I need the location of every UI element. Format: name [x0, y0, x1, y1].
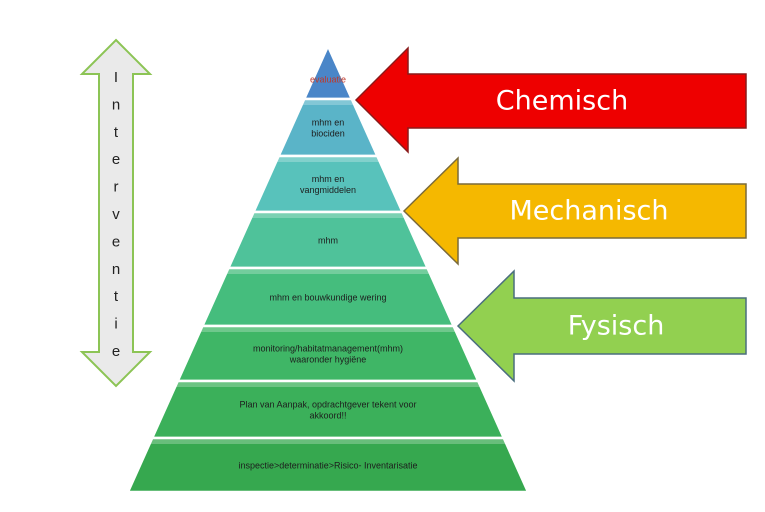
- vertical-letter: t: [114, 288, 119, 305]
- pyramid-level-label: mhm: [318, 235, 338, 245]
- vertical-letter: e: [112, 151, 120, 168]
- vertical-letter: t: [114, 124, 119, 141]
- pyramid-level: Plan van Aanpak, opdrachtgever tekent vo…: [150, 379, 506, 440]
- category-arrow-shape: [456, 269, 747, 383]
- pyramid-level-label: mhm en: [312, 174, 345, 184]
- category-arrow: Fysisch: [456, 269, 747, 383]
- pyramid-level-highlight: [149, 438, 507, 444]
- category-arrow-label: Chemisch: [496, 86, 628, 117]
- pyramid-level-highlight: [275, 156, 381, 162]
- pyramid-level-label: mhm en: [312, 117, 345, 127]
- pyramid-level-label: vangmiddelen: [300, 185, 356, 195]
- pyramid-level: monitoring/habitatmanagement(mhm)waarond…: [175, 324, 481, 383]
- vertical-letter: I: [114, 69, 118, 86]
- pyramid-level-label: inspectie>determinatie>Risico- Inventari…: [238, 460, 417, 470]
- pyramid-level: inspectie>determinatie>Risico- Inventari…: [126, 436, 530, 494]
- vertical-letter: i: [114, 316, 117, 333]
- category-arrow: Chemisch: [354, 46, 747, 154]
- vertical-letter: e: [112, 343, 120, 360]
- vertical-letter: e: [112, 233, 120, 250]
- vertical-letter: n: [112, 96, 120, 113]
- pyramid-level: mhm en bouwkundige wering: [200, 266, 456, 328]
- pyramid-level-highlight: [250, 212, 406, 218]
- category-arrow-label: Mechanisch: [509, 196, 668, 227]
- pyramid-level-label: monitoring/habitatmanagement(mhm): [253, 343, 403, 353]
- pyramid-level-highlight: [175, 381, 481, 387]
- pyramid-level-label: biociden: [311, 128, 345, 138]
- double-arrow-shape: [79, 38, 153, 388]
- category-arrow-shape: [402, 156, 747, 266]
- pyramid-level-shape: [126, 436, 530, 494]
- vertical-letter: n: [112, 261, 120, 278]
- pyramid-level-label: Plan van Aanpak, opdrachtgever tekent vo…: [239, 399, 416, 409]
- pyramid-level-label: mhm en bouwkundige wering: [269, 292, 386, 302]
- pyramid-level-shape: [302, 42, 354, 101]
- pyramid-level: evaluatie: [302, 42, 354, 101]
- category-arrow-label: Fysisch: [568, 311, 665, 342]
- pyramid-level-highlight: [301, 99, 355, 105]
- pyramid-level-label: waaronder hygiëne: [289, 354, 367, 364]
- vertical-letter: r: [114, 179, 119, 196]
- pyramid-level-label: evaluatie: [310, 74, 346, 84]
- category-arrow-shape: [354, 46, 747, 154]
- pyramid-level-highlight: [225, 268, 431, 274]
- pyramid-level-highlight: [199, 326, 457, 332]
- pyramid-level-label: akkoord!!: [309, 410, 346, 420]
- vertical-letter: v: [112, 206, 120, 223]
- pyramid-level: mhm: [226, 210, 430, 270]
- category-arrow: Mechanisch: [402, 156, 747, 266]
